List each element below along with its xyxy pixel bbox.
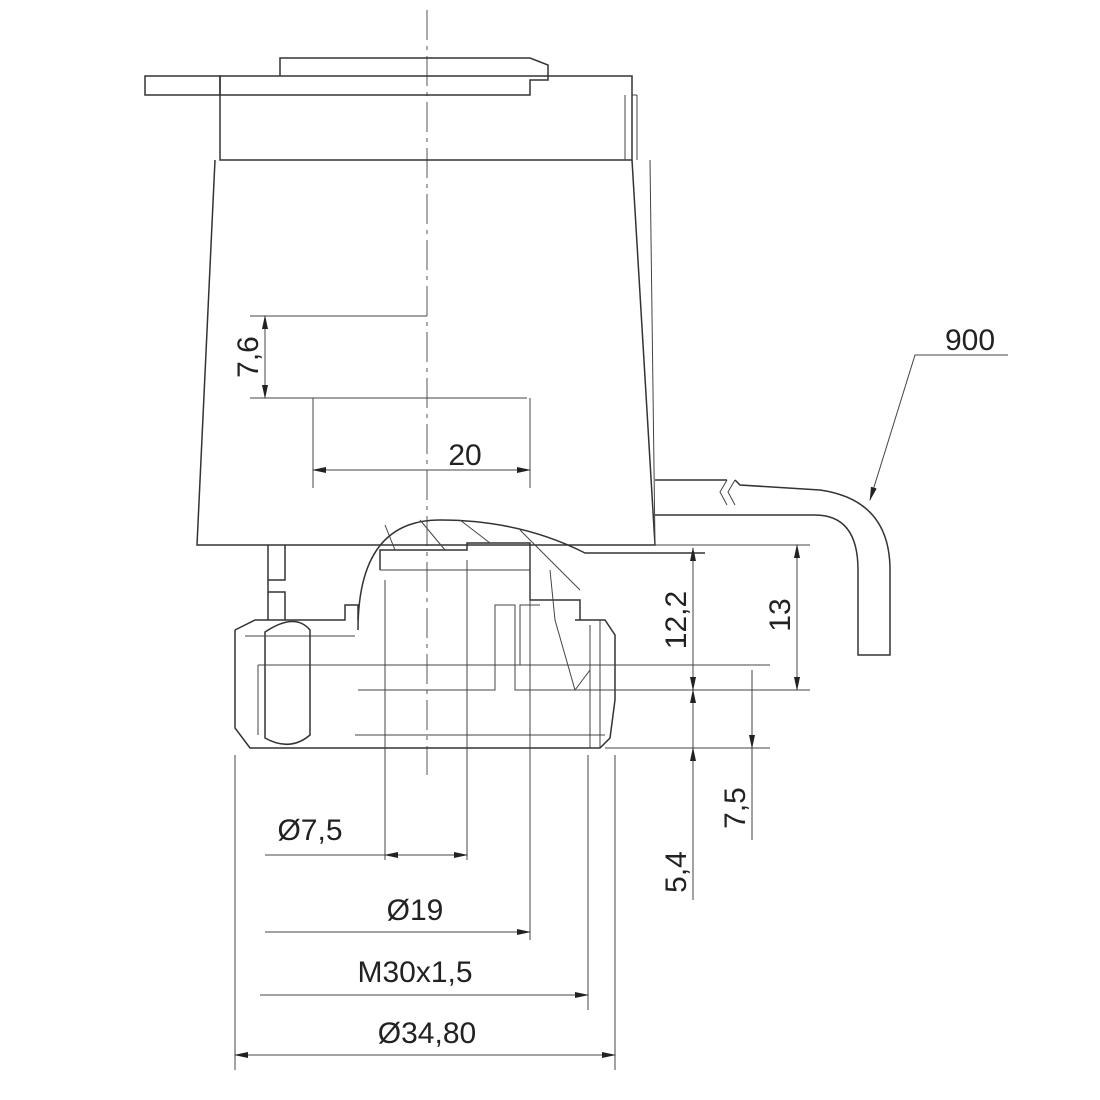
dim-dia-34-80: Ø34,80: [378, 1017, 476, 1050]
dim-7-5: 7,5: [719, 787, 752, 829]
dim-5-4: 5,4: [660, 851, 693, 893]
cable: [655, 479, 891, 656]
dim-20: 20: [448, 439, 481, 472]
actuator-head: [144, 57, 638, 161]
dim-13: 13: [764, 598, 797, 631]
dimension-lines: [234, 315, 1008, 1058]
dim-thread: M30x1,5: [357, 956, 472, 989]
dim-dia-19: Ø19: [387, 894, 444, 927]
dim-stroke: 7,6: [232, 336, 265, 378]
valve-adapter: [234, 519, 705, 749]
actuator-body: [196, 159, 656, 620]
dim-cable-length: 900: [945, 324, 995, 357]
dim-12-2: 12,2: [660, 591, 693, 649]
extension-lines: [234, 315, 810, 1070]
dim-dia-7-5: Ø7,5: [277, 814, 342, 847]
